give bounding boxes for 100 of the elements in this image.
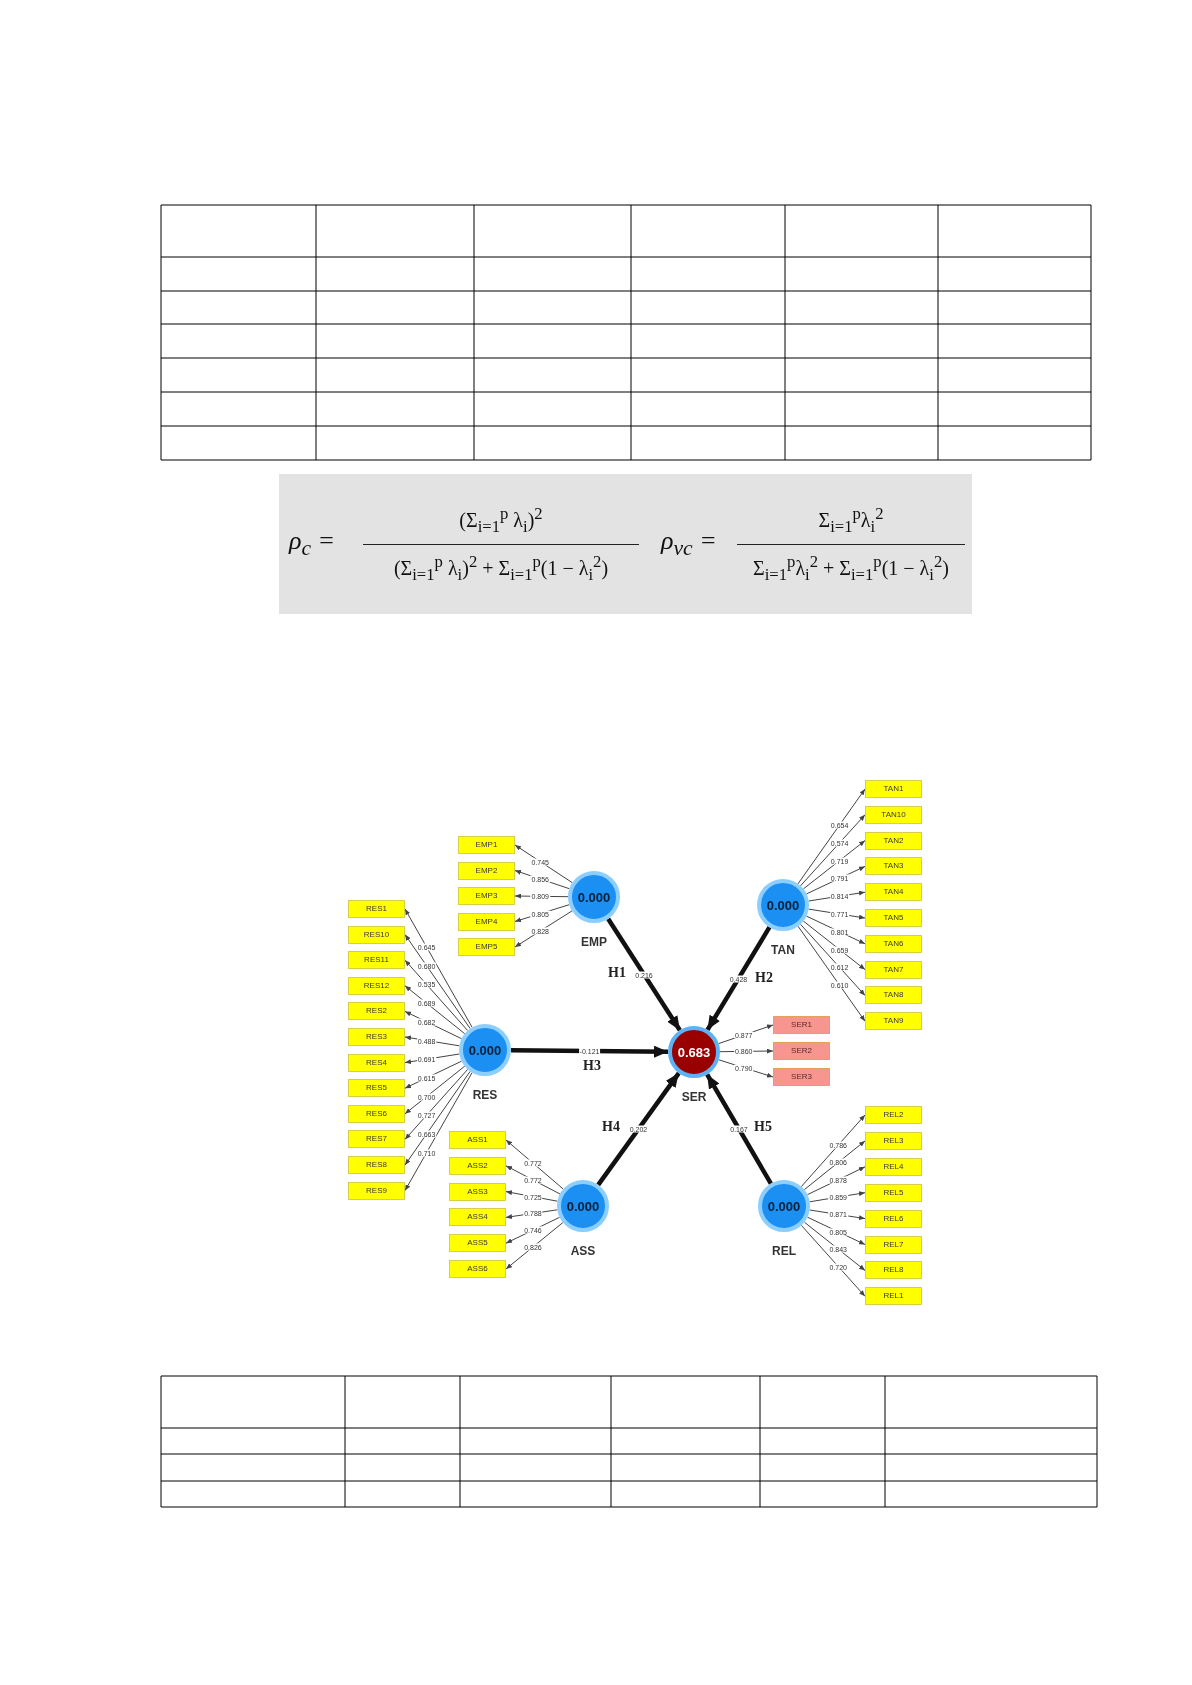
indicator-label: RES3 <box>366 1033 387 1041</box>
construct-name: RES <box>472 1089 498 1101</box>
arrow <box>505 1139 564 1190</box>
indicator-label: ASS1 <box>467 1136 488 1144</box>
arrow <box>797 925 866 1022</box>
construct-value: 0.683 <box>677 1045 711 1059</box>
indicator-box <box>865 780 922 798</box>
indicator-label: ASS2 <box>467 1161 488 1170</box>
arrow <box>510 1045 669 1058</box>
indicator-box <box>865 960 922 979</box>
indicator-label: TAN7 <box>883 965 904 974</box>
indicator-box <box>449 1234 506 1253</box>
arrow <box>803 1140 866 1191</box>
indicator-label: ASS6 <box>467 1265 488 1273</box>
indicator-label: RES7 <box>366 1135 387 1144</box>
hypothesis-label: H3 <box>583 1059 601 1073</box>
indicator-label: EMP5 <box>475 943 498 951</box>
indicator-box <box>865 934 922 953</box>
indicator-box <box>348 976 405 995</box>
construct-circle <box>668 1026 720 1078</box>
indicator-box <box>773 1042 830 1060</box>
indicator-box <box>348 925 405 944</box>
construct-name: TAN <box>771 944 795 956</box>
indicator-box <box>458 887 515 905</box>
construct-value: 0.000 <box>766 898 800 912</box>
arrow <box>404 908 473 1028</box>
construct-name: SER <box>681 1091 707 1103</box>
indicator-box <box>348 951 405 970</box>
arrow <box>705 926 772 1031</box>
construct-circle <box>459 1024 511 1076</box>
indicator-box <box>449 1156 506 1175</box>
indicator-box <box>865 1209 922 1228</box>
indicator-box <box>865 986 922 1005</box>
arrow <box>806 915 866 945</box>
arrow <box>797 788 866 885</box>
arrow <box>800 814 866 887</box>
construct-name: EMP <box>581 936 607 948</box>
arrow <box>404 959 469 1032</box>
indicator-label: SER2 <box>791 1047 812 1055</box>
hypothesis-label: H4 <box>602 1120 620 1134</box>
indicator-box <box>865 1287 922 1306</box>
indicator-label: RES2 <box>366 1007 387 1016</box>
indicator-label: REL7 <box>883 1240 904 1249</box>
indicator-label: REL8 <box>883 1266 904 1275</box>
arrow <box>404 1072 473 1192</box>
indicator-label: REL3 <box>883 1136 904 1145</box>
formula-numerator: (Σ$_{i=1}$$^{p}$ λ$_{i}$)$^{2}$ <box>459 503 543 538</box>
indicator-label: RES5 <box>366 1084 387 1093</box>
indicator-box <box>865 1131 922 1150</box>
indicator-box <box>865 1106 922 1124</box>
construct-value: 0.000 <box>566 1199 600 1213</box>
arrow <box>404 1060 462 1089</box>
hypothesis-label: H2 <box>755 971 773 985</box>
indicator-box <box>348 1130 405 1149</box>
indicator-box <box>865 1261 922 1280</box>
indicator-box <box>773 1016 830 1034</box>
indicator-label: RES9 <box>366 1186 387 1195</box>
indicator-label: ASS5 <box>467 1239 488 1248</box>
indicator-box <box>865 1235 922 1254</box>
indicator-label: TAN5 <box>883 914 904 922</box>
indicator-label: EMP1 <box>475 841 498 849</box>
indicator-box <box>773 1068 830 1086</box>
construct-value: 0.000 <box>468 1043 502 1057</box>
arrow <box>800 923 866 996</box>
formula-term: ρ$_{c}$ = <box>289 527 336 561</box>
arrow <box>802 920 866 971</box>
indicator-box <box>865 857 922 876</box>
indicator-box <box>865 1183 922 1202</box>
arrow <box>606 917 682 1032</box>
arrow <box>596 1071 681 1187</box>
indicator-label: EMP3 <box>475 892 498 900</box>
arrow <box>800 1224 866 1297</box>
arrow <box>404 934 471 1030</box>
indicator-box <box>458 836 515 854</box>
arrow <box>404 1068 469 1140</box>
arrow <box>802 840 866 890</box>
hypothesis-label: H1 <box>608 966 626 980</box>
indicator-box <box>458 938 515 956</box>
formula-term: ρ$_{vc}$ = <box>661 527 717 561</box>
arrow <box>800 1114 866 1188</box>
indicator-box <box>348 1156 405 1174</box>
indicator-label: TAN9 <box>883 1017 904 1026</box>
indicator-box <box>449 1131 506 1149</box>
indicator-box <box>865 831 922 850</box>
indicator-box <box>865 909 922 927</box>
arrow <box>505 1222 564 1270</box>
indicator-label: REL5 <box>883 1188 904 1197</box>
indicator-box <box>865 1012 922 1031</box>
indicator-box <box>865 805 922 824</box>
indicator-box <box>348 900 405 918</box>
indicator-box <box>458 861 515 880</box>
indicator-label: ASS4 <box>467 1213 488 1222</box>
construct-value: 0.000 <box>767 1199 801 1213</box>
indicator-label: REL2 <box>883 1111 904 1119</box>
construct-name: REL <box>772 1245 796 1257</box>
indicator-box <box>348 1181 405 1200</box>
arrow <box>404 985 466 1035</box>
arrow <box>505 1165 561 1195</box>
construct-circle <box>568 871 620 923</box>
indicator-box <box>449 1182 506 1201</box>
